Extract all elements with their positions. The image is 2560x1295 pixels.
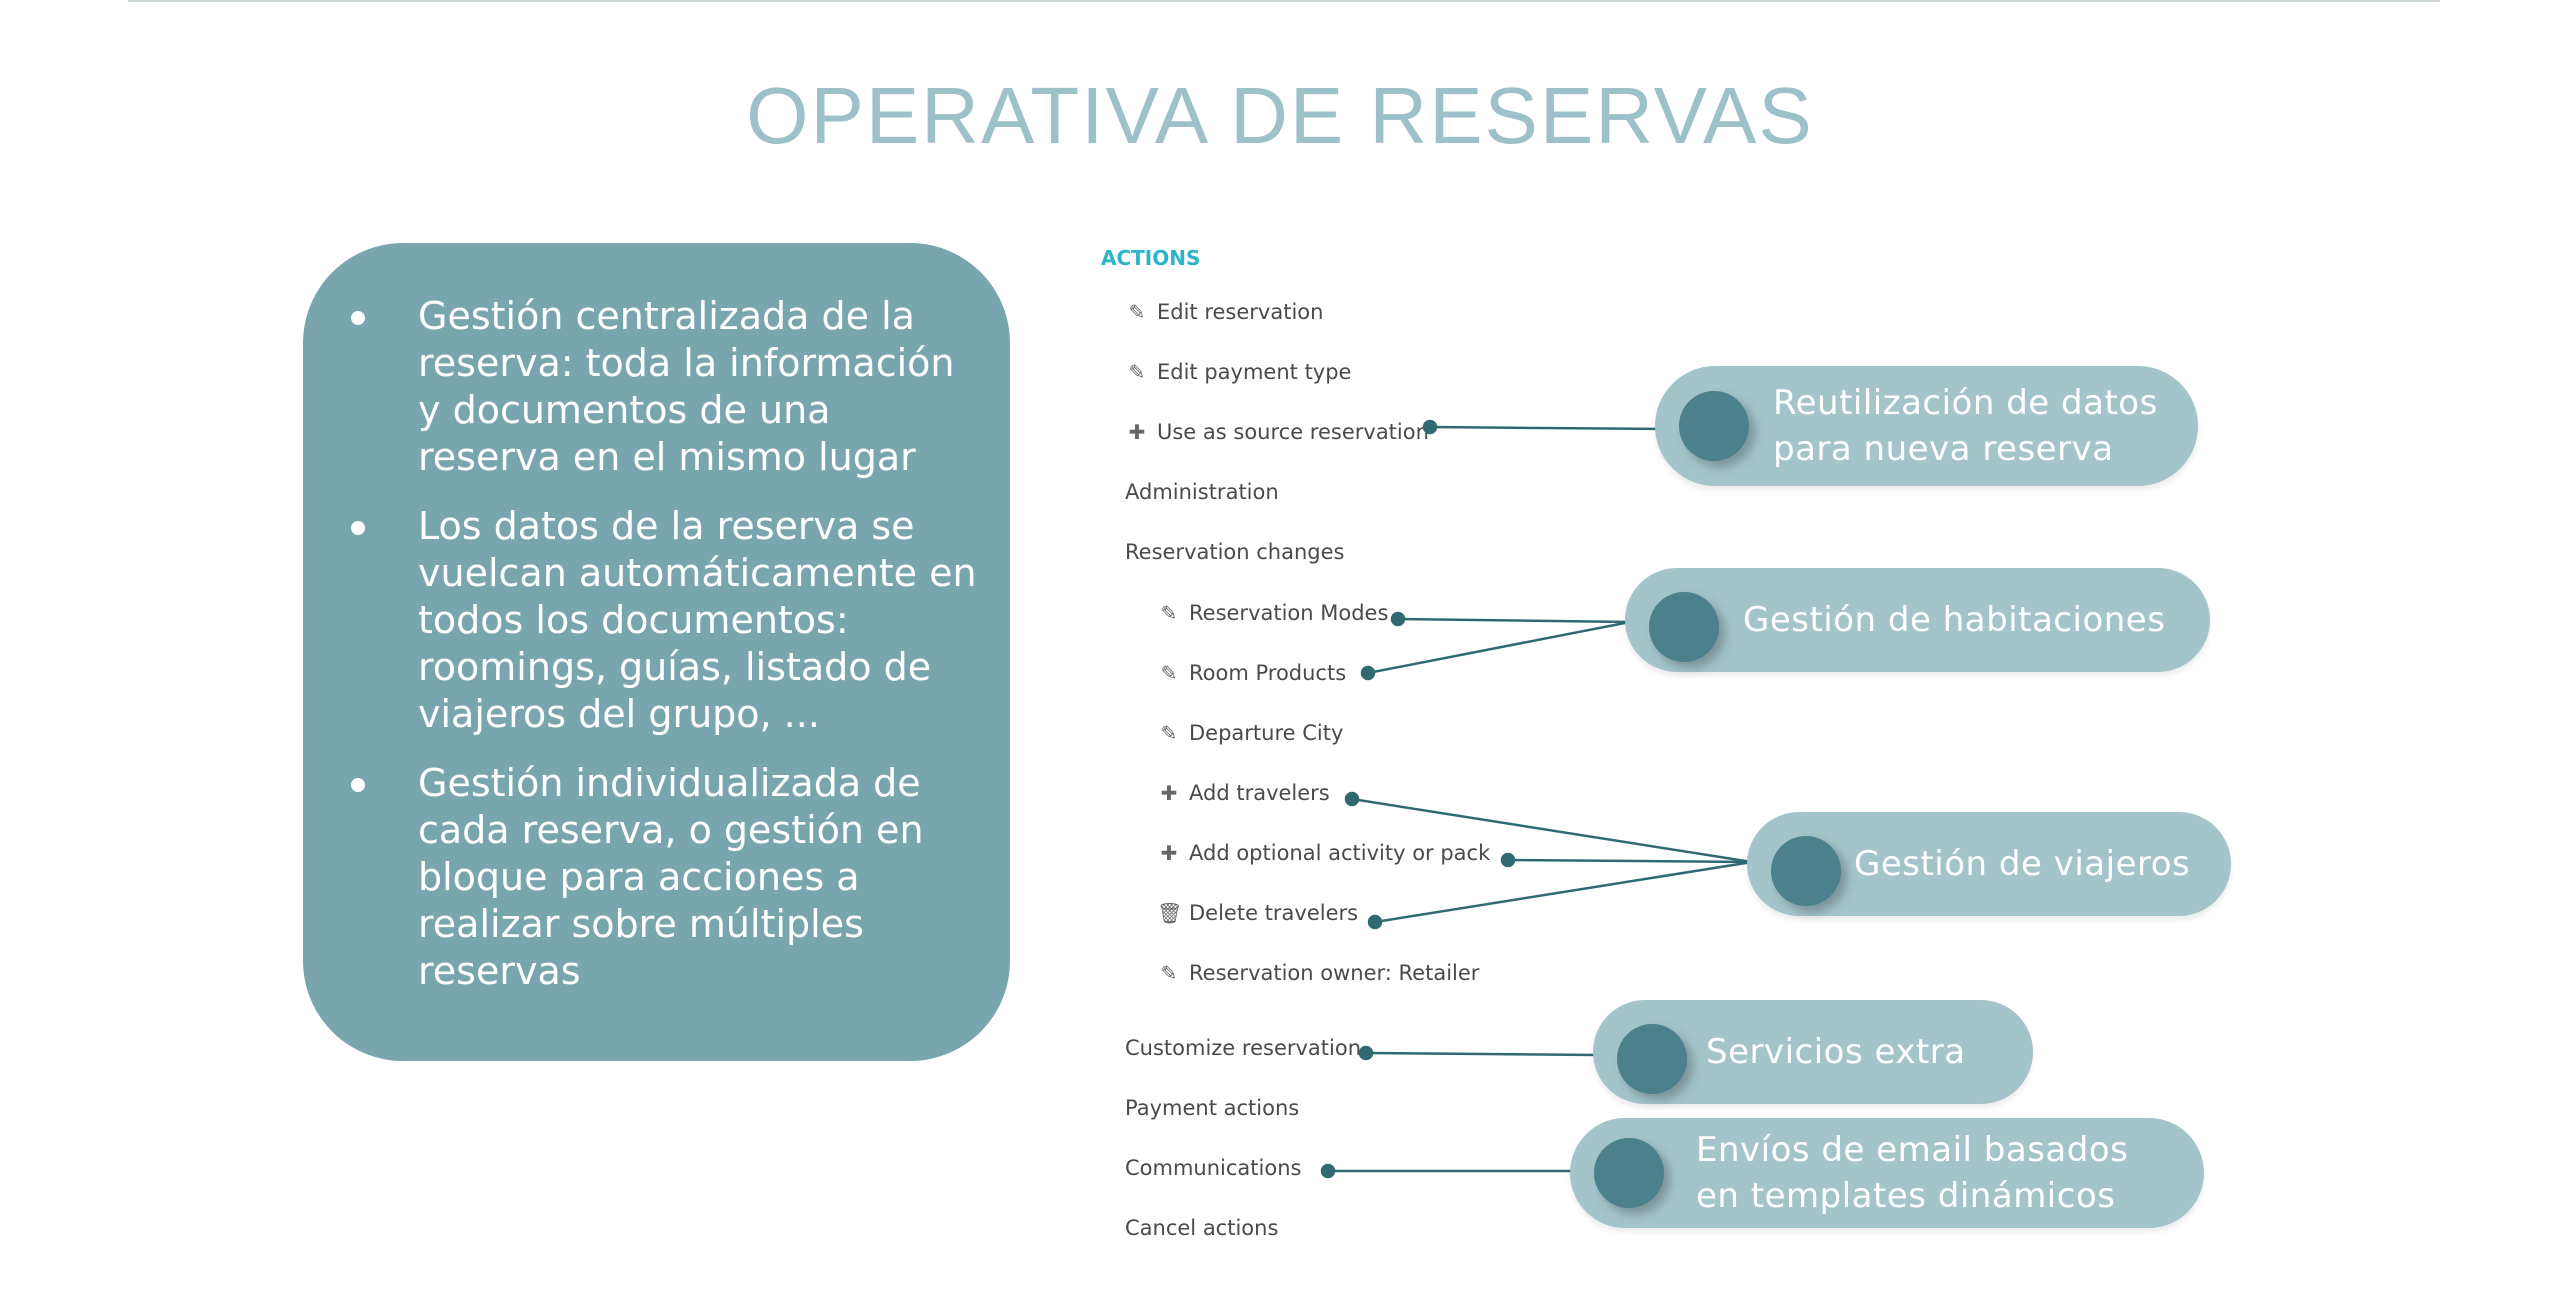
edit-icon: ✎ <box>1128 300 1146 324</box>
info-box: Gestión centralizada de la reserva: toda… <box>303 243 1010 1061</box>
info-bullet: Gestión individualizada de cada reserva,… <box>343 760 980 995</box>
callout-dot-icon <box>1617 1024 1687 1094</box>
menu-item-payment-actions[interactable]: Payment actions <box>1125 1096 1300 1120</box>
connector-dot <box>1320 1163 1336 1179</box>
connector-line <box>1397 617 1631 624</box>
menu-item-room-products[interactable]: ✎Room Products <box>1157 661 1347 685</box>
callout-dot-icon <box>1594 1138 1664 1208</box>
callout-extra-services: Servicios extra <box>1593 1000 2033 1104</box>
plus-icon: ✚ <box>1160 841 1178 865</box>
plus-icon: ✚ <box>1128 420 1146 444</box>
actions-heading: ACTIONS <box>1101 246 1201 270</box>
connector-dot <box>1367 914 1383 930</box>
info-bullet: Gestión centralizada de la reserva: toda… <box>343 293 980 481</box>
info-bullet: Los datos de la reserva se vuelcan autom… <box>343 503 980 738</box>
menu-item-reservation-owner[interactable]: ✎Reservation owner: Retailer <box>1157 961 1480 985</box>
connector-dot <box>1358 1045 1374 1061</box>
callout-traveler-management: Gestión de viajeros <box>1747 812 2231 916</box>
callout-dot-icon <box>1771 836 1841 906</box>
connector-line <box>1365 1051 1599 1057</box>
menu-item-use-as-source[interactable]: ✚Use as source reservation <box>1125 420 1429 444</box>
connector-dot <box>1422 419 1438 435</box>
callout-dot-icon <box>1649 592 1719 662</box>
info-bullet-list: Gestión centralizada de la reserva: toda… <box>343 293 980 995</box>
connector-line <box>1367 620 1631 675</box>
callout-room-management: Gestión de habitaciones <box>1625 568 2210 672</box>
top-divider <box>128 0 2440 2</box>
connector-dot <box>1390 611 1406 627</box>
menu-item-customize-reservation[interactable]: Customize reservation <box>1125 1036 1362 1060</box>
edit-icon: ✎ <box>1160 721 1178 745</box>
menu-item-delete-travelers[interactable]: 🗑Delete travelers <box>1157 901 1359 925</box>
menu-item-reservation-modes[interactable]: ✎Reservation Modes <box>1157 601 1389 625</box>
menu-item-edit-payment-type[interactable]: ✎Edit payment type <box>1125 360 1352 384</box>
callout-email-templates: Envíos de email basados en templates din… <box>1570 1118 2204 1228</box>
bullet-dot-icon <box>351 521 365 535</box>
plus-icon: ✚ <box>1160 781 1178 805</box>
connector-dot <box>1344 791 1360 807</box>
menu-item-administration[interactable]: Administration <box>1125 480 1279 504</box>
menu-item-departure-city[interactable]: ✎Departure City <box>1157 721 1344 745</box>
callout-dot-icon <box>1679 391 1749 461</box>
edit-icon: ✎ <box>1160 601 1178 625</box>
connector-dot <box>1500 852 1516 868</box>
menu-item-communications[interactable]: Communications <box>1125 1156 1302 1180</box>
connector-line <box>1351 797 1753 864</box>
edit-icon: ✎ <box>1160 661 1178 685</box>
callout-reuse-data: Reutilización de datos para nueva reserv… <box>1655 366 2198 486</box>
bullet-dot-icon <box>351 311 365 325</box>
menu-item-cancel-actions[interactable]: Cancel actions <box>1125 1216 1279 1240</box>
connector-line <box>1429 425 1661 431</box>
connector-line <box>1507 858 1753 864</box>
menu-item-add-travelers[interactable]: ✚Add travelers <box>1157 781 1330 805</box>
connector-line <box>1374 860 1753 924</box>
menu-item-add-optional-activity[interactable]: ✚Add optional activity or pack <box>1157 841 1491 865</box>
trash-icon: 🗑 <box>1157 901 1183 925</box>
menu-item-edit-reservation[interactable]: ✎Edit reservation <box>1125 300 1324 324</box>
edit-icon: ✎ <box>1128 360 1146 384</box>
connector-dot <box>1360 665 1376 681</box>
edit-icon: ✎ <box>1160 961 1178 985</box>
menu-item-reservation-changes[interactable]: Reservation changes <box>1125 540 1345 564</box>
page-title: OPERATIVA DE RESERVAS <box>746 71 1814 160</box>
bullet-dot-icon <box>351 778 365 792</box>
